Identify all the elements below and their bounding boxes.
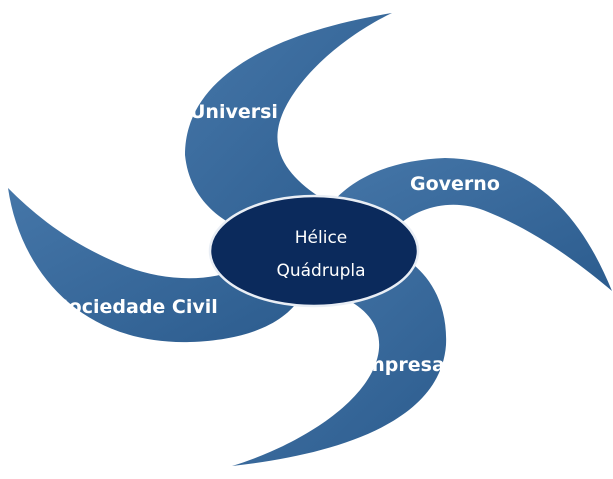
blade-empresas [232, 262, 447, 466]
label-sociedade-civil: Sociedade Civil [55, 296, 218, 318]
blade-sociedade-civil [8, 188, 300, 343]
blade-universidade [185, 13, 392, 236]
center-label-line2: Quádrupla [276, 261, 365, 281]
blade-governo [330, 158, 612, 291]
label-universidade: Universi [190, 101, 278, 123]
center-label-line1: Hélice [295, 228, 348, 248]
center-ellipse [208, 194, 420, 308]
label-governo: Governo [410, 173, 500, 195]
label-empresas: Empresa [352, 354, 445, 376]
